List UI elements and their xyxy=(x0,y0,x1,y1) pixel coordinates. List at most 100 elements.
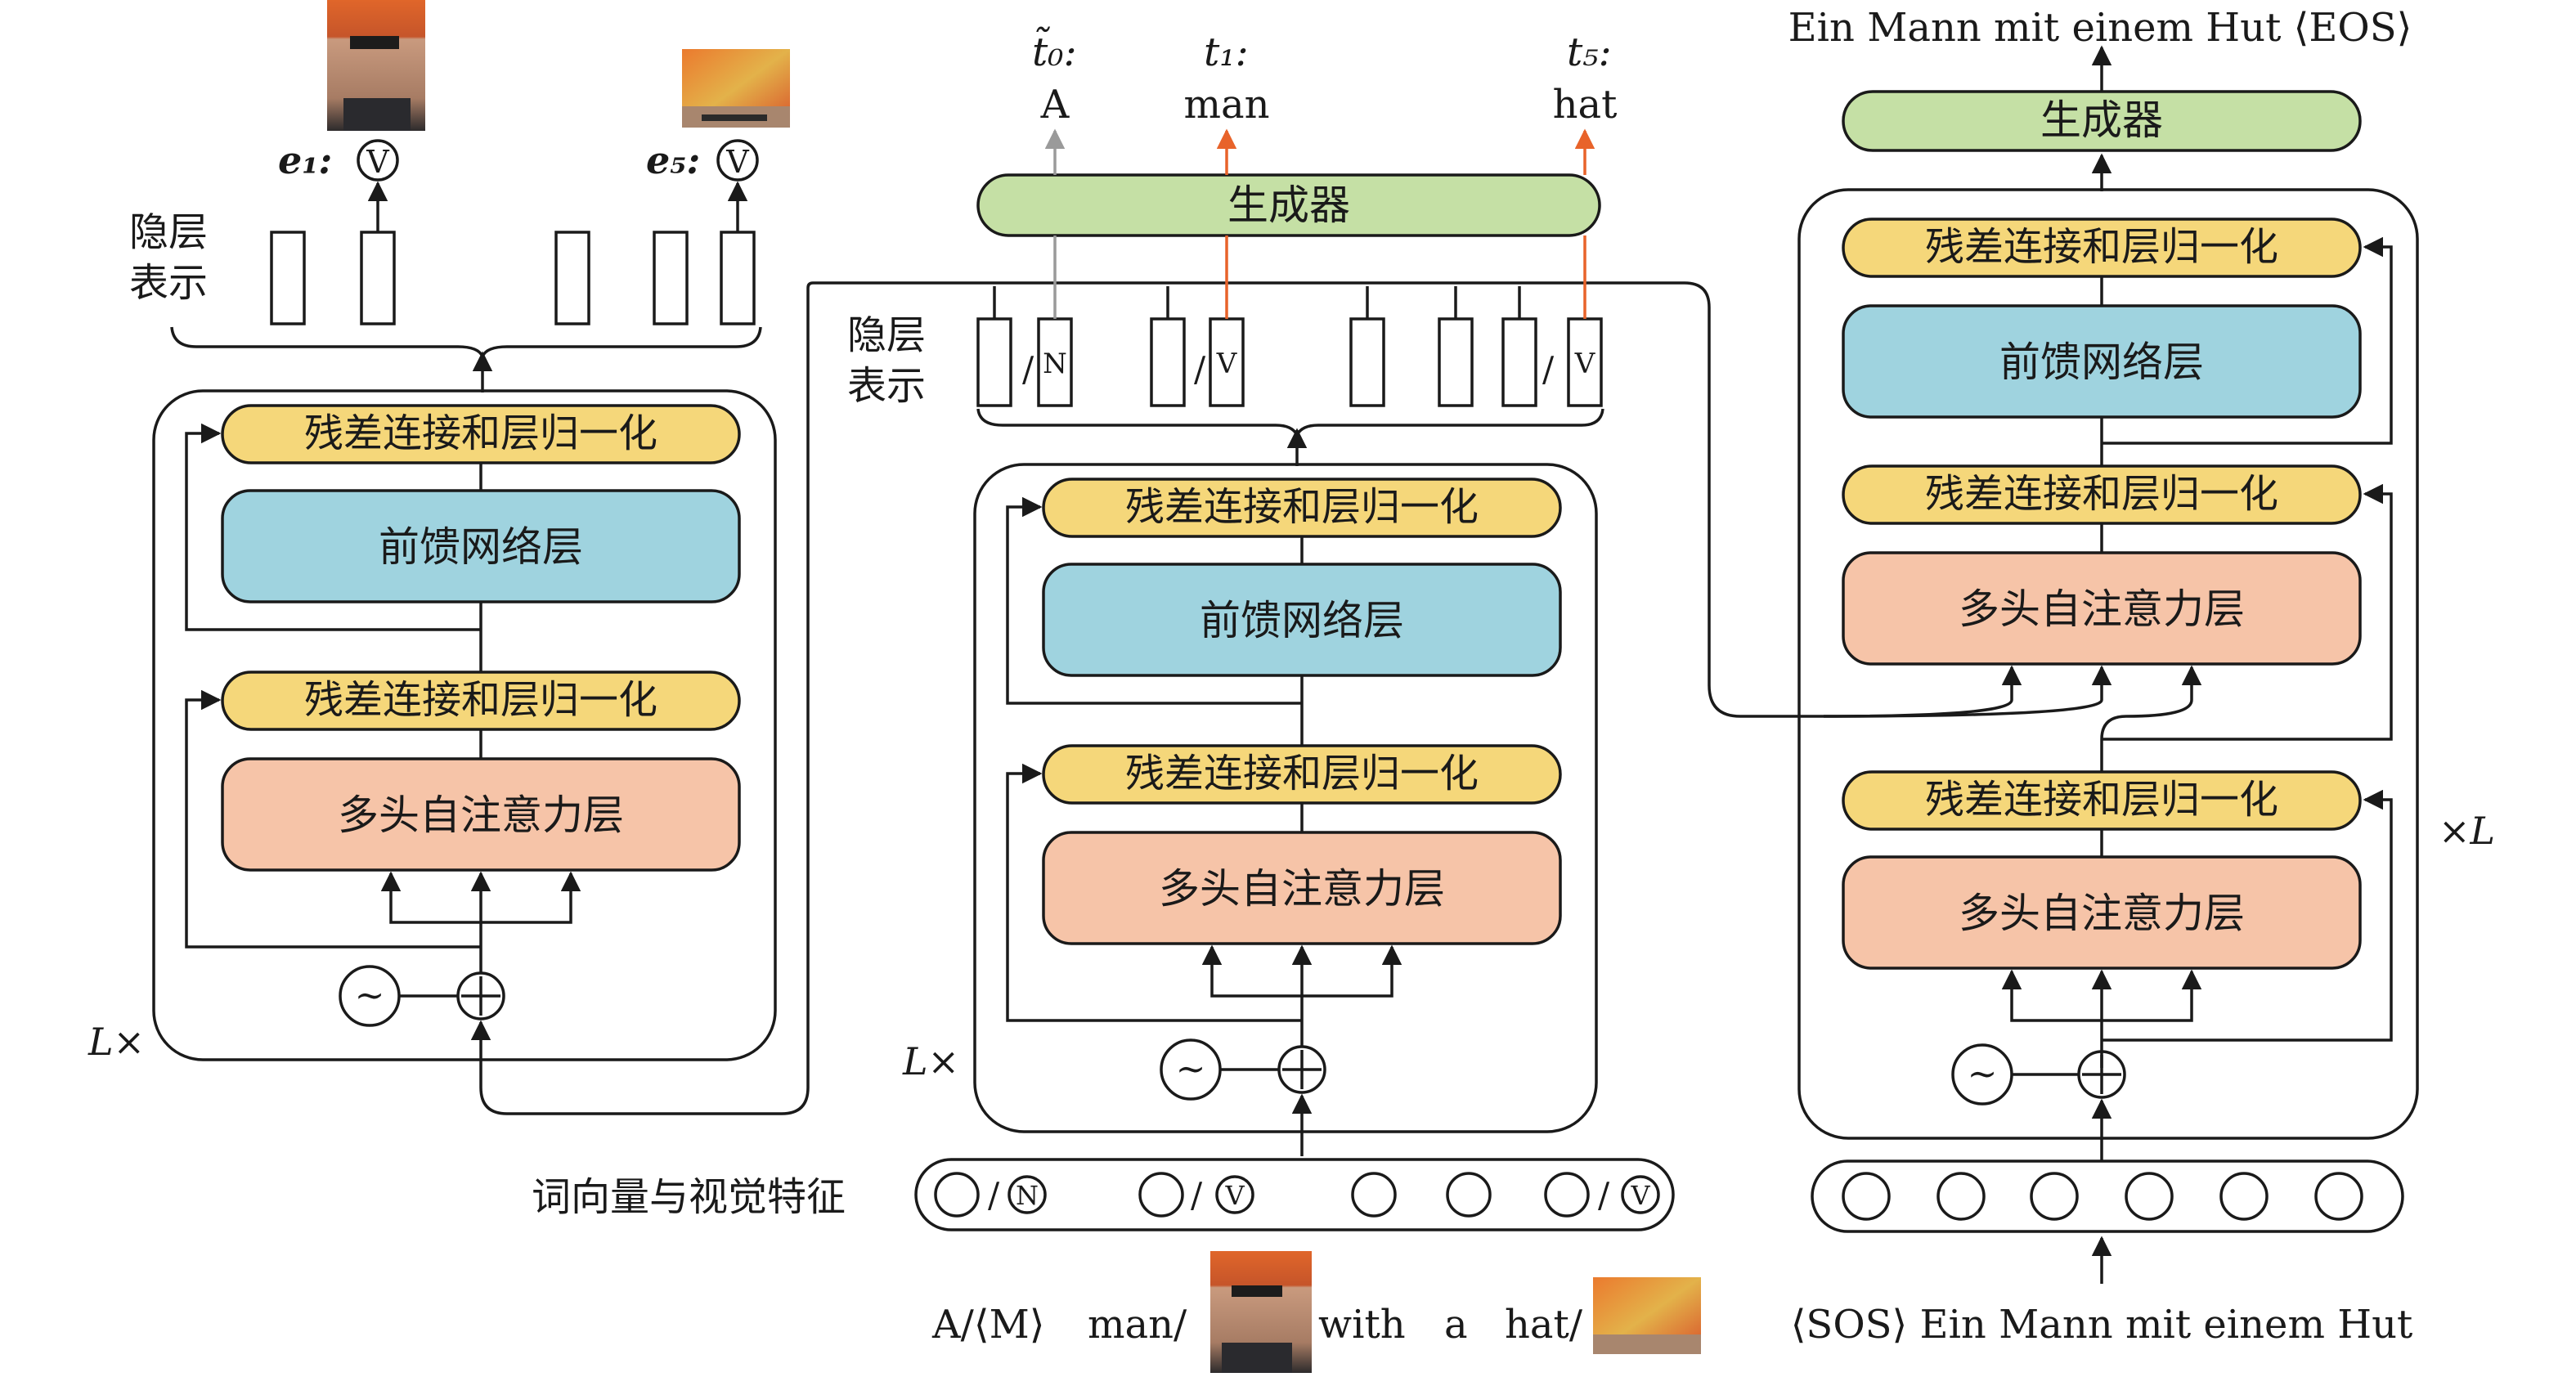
hidden-label-line1: 隐层 xyxy=(847,312,926,358)
output-label: t₁: xyxy=(1204,29,1249,75)
attn-label: 多头自注意力层 xyxy=(1959,585,2245,633)
output-word: hat xyxy=(1553,82,1618,128)
attn-label: 多头自注意力层 xyxy=(1159,865,1445,913)
v-circle-e1 xyxy=(357,139,399,182)
qkv-arrow xyxy=(380,871,481,924)
embed-label: 词向量与视觉特征 xyxy=(532,1174,846,1220)
norm-label: 残差连接和层归一化 xyxy=(304,677,657,723)
shared-input-arrow xyxy=(470,288,810,1115)
e5-label: e₅: xyxy=(646,138,700,182)
attn-box xyxy=(1042,831,1562,945)
generator-label: 生成器 xyxy=(2040,96,2163,144)
embed-circle-V xyxy=(1621,1175,1660,1214)
tilde-symbol: ~ xyxy=(1968,1053,1998,1095)
embed-circle xyxy=(1351,1172,1397,1218)
output-word: man xyxy=(1183,82,1269,128)
middle-encoder: t̃₀: A t₁: man t₅: hat 生成器 隐层 表示 / N / V xyxy=(532,26,1824,1373)
embed-circle xyxy=(2125,1172,2174,1221)
output-word: A xyxy=(1040,82,1070,128)
cross-attn-value-arrow xyxy=(1823,665,2112,718)
qkv-arrow xyxy=(1201,944,1302,998)
attn-box xyxy=(221,757,741,872)
person-image-input xyxy=(1210,1251,1312,1373)
slot-V-label: V xyxy=(1574,348,1596,380)
norm-label: 残差连接和层归一化 xyxy=(1925,777,2278,823)
cross-attn-box xyxy=(1842,551,2362,666)
cross-attn-query-arrow xyxy=(2100,665,2202,785)
input-token: hat/ xyxy=(1505,1302,1583,1348)
v-symbol-e5: V xyxy=(725,144,749,180)
hidden-bar xyxy=(720,231,756,325)
hidden-label-line1: 隐层 xyxy=(129,209,208,255)
qkv-arrow xyxy=(2102,969,2202,1022)
input-token: a xyxy=(1444,1302,1468,1348)
v-circle-e5 xyxy=(716,139,759,182)
hidden-brace xyxy=(170,326,762,361)
slash: / xyxy=(1542,349,1555,389)
left-encoder: e₁: V e₅: V 隐层 表示 残差连接和层归一化 前馈网络层 xyxy=(88,0,810,1115)
residual-arrow xyxy=(1006,763,1302,1022)
v-symbol-e1: V xyxy=(366,144,389,180)
hidden-label-line2: 表示 xyxy=(847,363,926,409)
residual-arrow xyxy=(2102,483,2393,741)
ffn-label: 前馈网络层 xyxy=(1200,597,1404,644)
layers-label-left: L× xyxy=(88,1020,145,1064)
hidden-bar xyxy=(360,231,396,325)
hat-image-input xyxy=(1593,1277,1701,1354)
hidden-bar xyxy=(976,317,1012,407)
embed-V-label: V xyxy=(1224,1180,1245,1211)
norm-label: 残差连接和层归一化 xyxy=(304,410,657,456)
tilde-symbol: ~ xyxy=(355,975,385,1016)
embed-circle xyxy=(1138,1172,1184,1218)
embed-circle-N xyxy=(1008,1175,1047,1214)
output-sentence: Ein Mann mit einem Hut ⟨EOS⟩ xyxy=(1788,5,2412,51)
attn-box xyxy=(1842,855,2362,970)
add-circle xyxy=(1277,1045,1326,1094)
output-label: t̃₀: xyxy=(1032,26,1077,75)
generator-box xyxy=(1842,90,2362,152)
embedding-bar xyxy=(914,1158,1675,1231)
embed-N-label: N xyxy=(1016,1180,1039,1211)
generator-label: 生成器 xyxy=(1227,182,1350,229)
embed-circle xyxy=(1936,1172,1986,1221)
residual-arrow xyxy=(185,689,481,949)
person-image-e1 xyxy=(327,0,425,131)
hidden-bar xyxy=(1501,317,1537,407)
qkv-arrow xyxy=(2001,969,2102,1022)
norm-label: 残差连接和层归一化 xyxy=(1925,224,2278,270)
decoder-layer-frame xyxy=(1797,188,2419,1140)
add-circle xyxy=(456,971,505,1020)
slash: / xyxy=(988,1175,1000,1215)
cross-attn-key-arrow xyxy=(1823,665,2022,718)
embed-V-label: V xyxy=(1630,1180,1650,1211)
hidden-bar xyxy=(653,231,689,325)
residual-arrow xyxy=(2102,236,2393,445)
embed-circle xyxy=(1842,1172,1891,1221)
embed-circle-V xyxy=(1215,1175,1254,1214)
hidden-to-decoder-line xyxy=(806,281,1824,718)
generator-box xyxy=(976,173,1601,237)
residual-arrow xyxy=(185,423,481,631)
ffn-label: 前馈网络层 xyxy=(379,523,583,571)
hidden-bar xyxy=(1349,317,1385,407)
decoder-embedding-bar xyxy=(1811,1159,2404,1233)
residual-arrow xyxy=(2102,789,2393,1042)
hidden-bar xyxy=(1150,317,1186,407)
hidden-bar xyxy=(554,231,590,325)
embed-circle xyxy=(1544,1172,1590,1218)
hat-image-e5 xyxy=(682,49,790,128)
input-token: with xyxy=(1318,1302,1406,1348)
encoder-layer-frame xyxy=(152,389,777,1061)
slot-N-label: N xyxy=(1043,348,1067,380)
attn-label: 多头自注意力层 xyxy=(1959,890,2245,937)
layers-label-right: ×L xyxy=(2439,809,2495,853)
embed-circle xyxy=(1446,1172,1492,1218)
output-label: t₅: xyxy=(1567,29,1612,75)
hidden-bar xyxy=(270,231,306,325)
ffn-label: 前馈网络层 xyxy=(1999,339,2204,386)
slot-V-label: V xyxy=(1216,348,1238,380)
hidden-label-line2: 表示 xyxy=(129,260,208,306)
norm-label: 残差连接和层归一化 xyxy=(1125,484,1479,530)
